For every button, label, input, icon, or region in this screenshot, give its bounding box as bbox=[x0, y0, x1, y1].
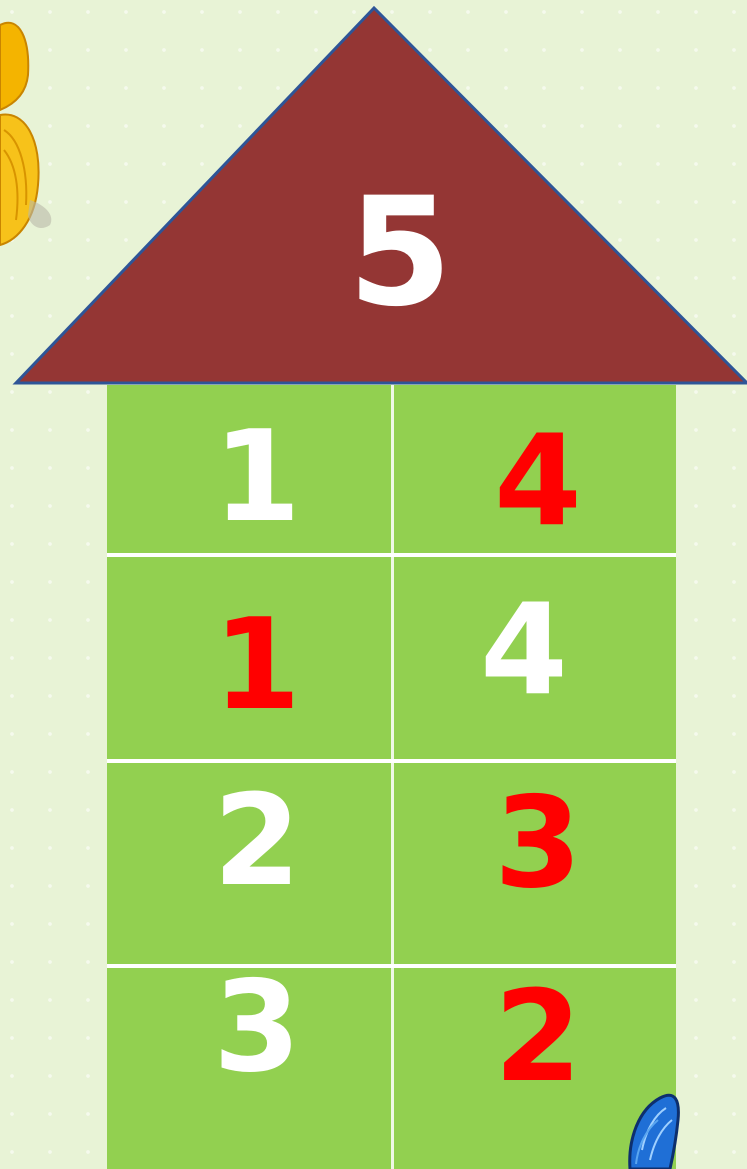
roof-number: 5 bbox=[320, 178, 480, 328]
row-divider bbox=[107, 553, 676, 557]
row-divider bbox=[107, 759, 676, 763]
cell-row2-right[interactable]: 4 bbox=[454, 585, 594, 715]
column-divider bbox=[391, 385, 394, 1169]
cell-row4-right[interactable]: 2 bbox=[468, 972, 608, 1102]
blue-butterfly-icon bbox=[600, 1080, 747, 1169]
cell-row3-right[interactable]: 3 bbox=[468, 778, 608, 908]
cell-row3-left[interactable]: 2 bbox=[187, 776, 327, 906]
cell-row1-left[interactable]: 1 bbox=[187, 412, 327, 542]
cell-row2-left[interactable]: 1 bbox=[187, 600, 327, 730]
cell-row1-right[interactable]: 4 bbox=[468, 416, 608, 546]
cell-row4-left[interactable]: 3 bbox=[187, 962, 327, 1092]
